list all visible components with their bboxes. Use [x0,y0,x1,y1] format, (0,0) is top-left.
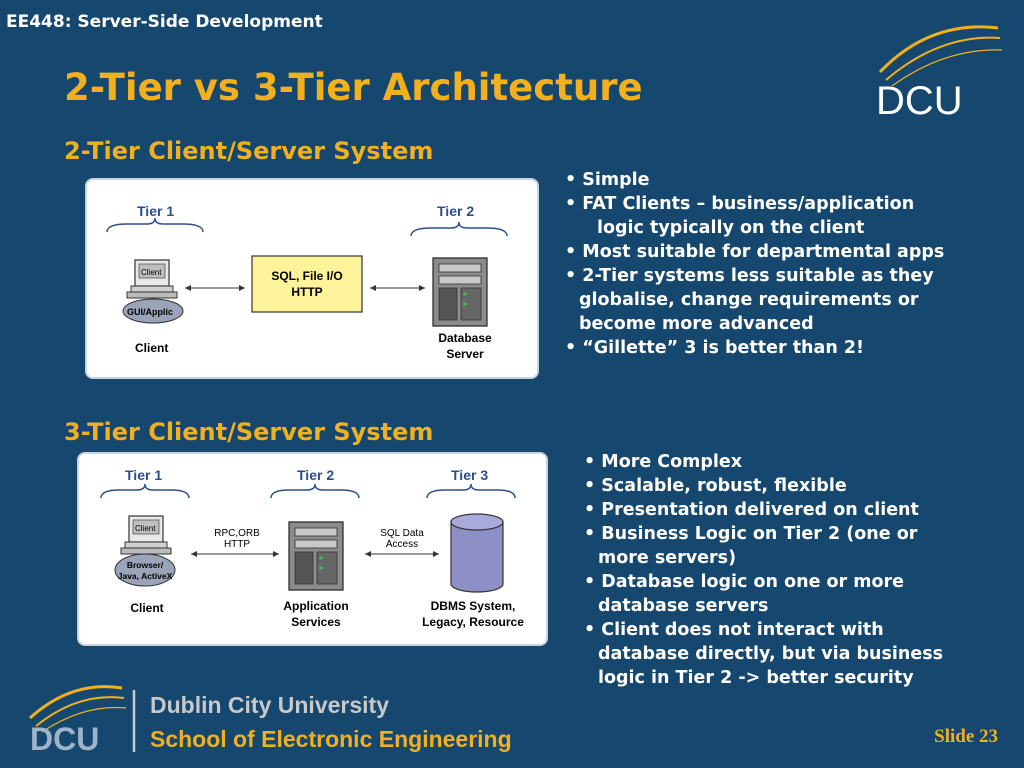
tier1-brace [100,483,190,499]
client-screen-label: Client [135,524,156,533]
application-server-icon [288,521,344,591]
tier2-label: Tier 2 [297,467,334,483]
tier1-brace [106,217,204,233]
school-name: School of Electronic Engineering [150,726,512,752]
tier2-brace [270,483,360,499]
tier1-label: Tier 1 [125,467,162,483]
bullet: • Business Logic on Tier 2 (one or [584,524,918,544]
bullet-continuation: logic typically on the client [597,218,865,238]
server-label-line1: Database [438,331,492,345]
two-tier-bullets: • Simple • FAT Clients – business/applic… [565,168,1005,360]
link2-line1: SQL Data [380,528,424,539]
three-tier-bullets: • More Complex • Scalable, robust, flexi… [584,450,1004,690]
bullet-continuation: globalise, change requirements or [579,290,919,310]
tier1-label: Tier 1 [137,203,174,219]
link1-line1: RPC,ORB [214,528,260,539]
bullet: • Scalable, robust, flexible [584,476,847,496]
bullet-continuation: more servers) [598,548,737,568]
link2-line2: Access [386,539,418,550]
db-label-line1: DBMS System, [431,599,516,613]
bullet: • Client does not interact with [584,620,884,640]
protocol-line1: SQL, File I/O [271,269,342,283]
client-box-line2: Java, ActiveX [118,571,173,581]
bullet: • Most suitable for departmental apps [565,242,945,262]
footer-dcu-logo: DCU [28,685,136,757]
bullet-continuation: become more advanced [579,314,814,334]
course-title: EE448: Server-Side Development [6,12,323,32]
three-tier-diagram: Tier 1 Tier 2 Tier 3 Client Browser/ Jav… [77,452,548,646]
logo-text: DCU [876,79,963,123]
bullet: • Simple [565,170,650,190]
tier3-label: Tier 3 [451,467,488,483]
client-label: Client [135,341,168,355]
bullet: • 2-Tier systems less suitable as they [565,266,934,286]
bullet-continuation: database directly, but via business [598,644,944,664]
bullet: • FAT Clients – business/application [565,194,915,214]
university-name: Dublin City University [150,692,389,718]
tier2-label: Tier 2 [437,203,474,219]
bullet: • “Gillette” 3 is better than 2! [565,338,865,358]
database-server-icon [432,257,488,327]
footer-logo-text: DCU [30,721,99,757]
client-computer-icon: Client [122,259,184,324]
app-label-line1: Application [283,599,348,613]
protocol-line2: HTTP [291,285,322,299]
protocol-box [251,255,363,313]
two-tier-heading: 2-Tier Client/Server System [64,137,434,165]
bullet-continuation: database servers [598,596,769,616]
bullet: • Presentation delivered on client [584,500,919,520]
bullet: • Database logic on one or more [584,572,905,592]
database-cylinder-icon [450,513,504,593]
client-label: Client [130,601,163,615]
bullet-continuation: logic in Tier 2 -> better security [598,668,914,688]
two-tier-diagram: Tier 1 Tier 2 Client GUI/Applic Client S… [85,178,539,379]
dcu-logo: DCU [876,25,1003,123]
client-box-line1: Browser/ [127,560,164,570]
three-tier-heading: 3-Tier Client/Server System [64,418,434,446]
server-label-line2: Server [446,347,484,361]
slide-number: Slide 23 [934,726,998,747]
db-label-line2: Legacy, Resource [422,615,524,629]
bullet: • More Complex [584,452,743,472]
link1-line2: HTTP [224,539,250,550]
client-screen-label: Client [141,268,162,277]
tier2-brace [410,221,508,237]
tier3-brace [426,483,516,499]
client-computer-icon: Client [114,515,176,587]
client-box-label: GUI/Applic [127,307,173,317]
slide-title: 2-Tier vs 3-Tier Architecture [64,66,643,109]
app-label-line2: Services [291,615,341,629]
